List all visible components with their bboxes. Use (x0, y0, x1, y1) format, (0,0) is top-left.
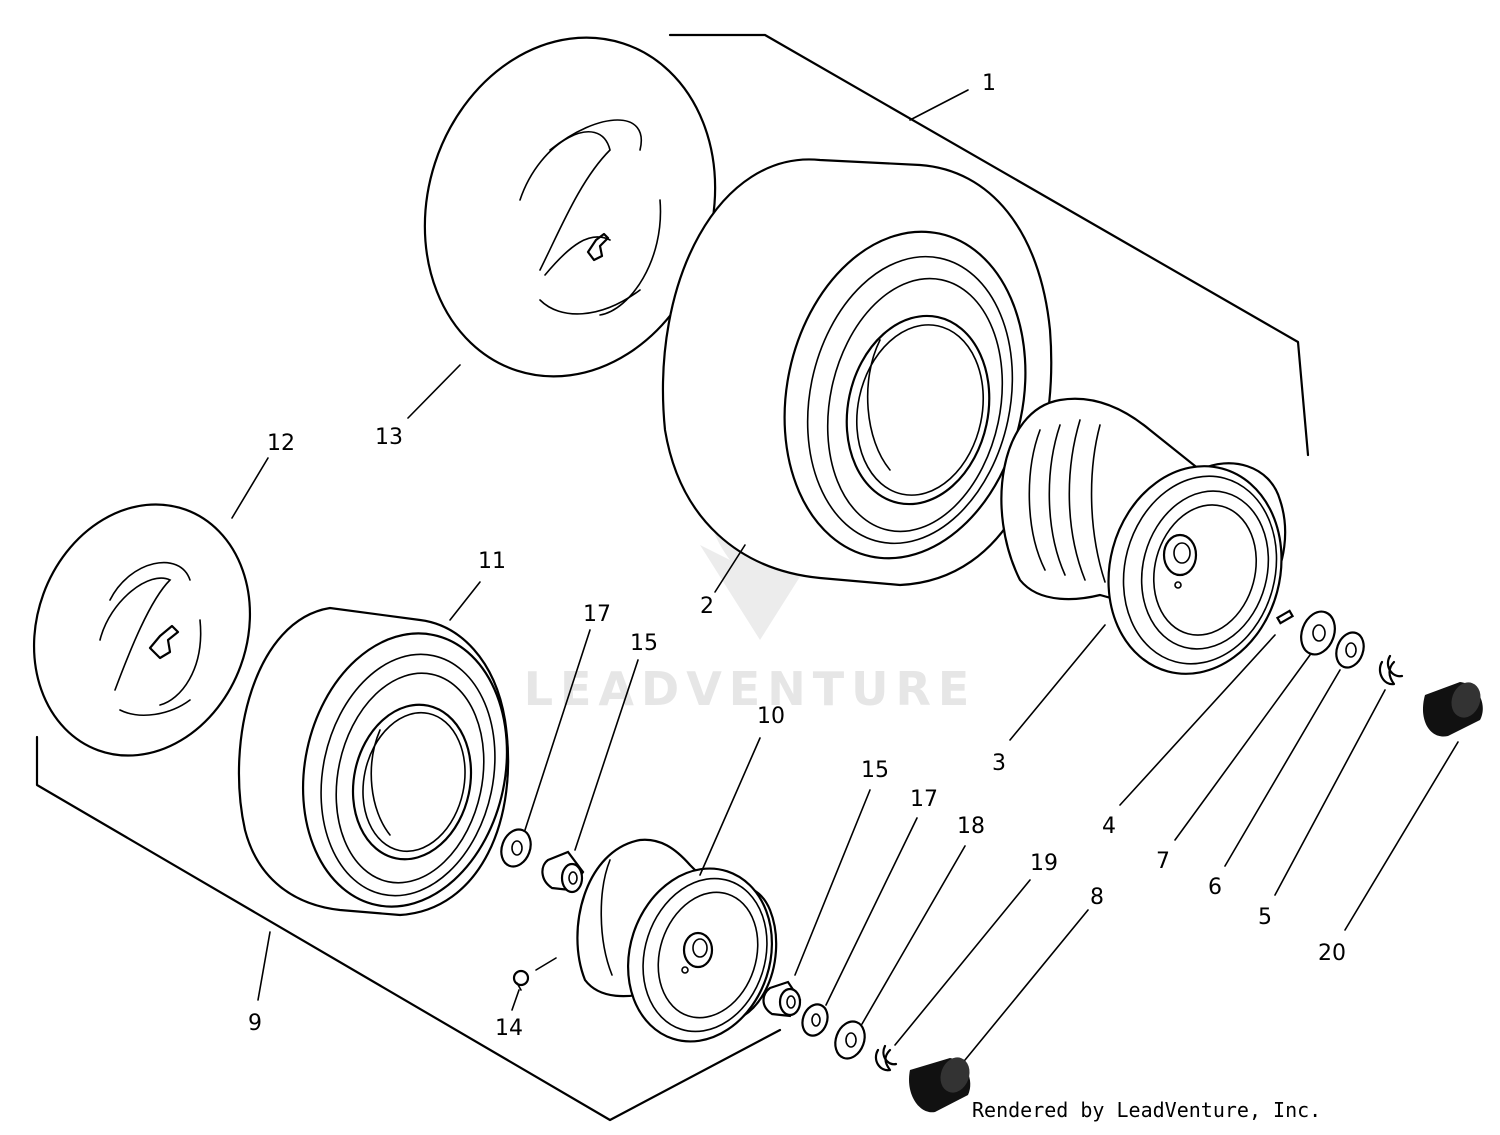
callout-5: 5 (1258, 905, 1272, 930)
valve-stem-icon (148, 624, 180, 660)
credit-text: Rendered by LeadVenture, Inc. (972, 1098, 1322, 1122)
callout-18: 18 (957, 814, 985, 839)
washer-17a (500, 828, 532, 868)
callout-17-upper: 17 (583, 602, 611, 627)
rim-lower (576, 838, 778, 1043)
valve-stem-icon (586, 232, 610, 262)
clip-5-icon (1378, 654, 1404, 686)
callout-6: 6 (1208, 875, 1222, 900)
callout-10: 10 (757, 704, 785, 729)
cap-8 (909, 1057, 971, 1113)
callout-20: 20 (1318, 941, 1346, 966)
leader-lines (231, 89, 1459, 1061)
grease-fitting-14 (512, 957, 557, 991)
assembly-bracket-9 (35, 735, 782, 1122)
tire-lower (237, 606, 510, 917)
bushing-15b (762, 980, 802, 1018)
callout-8: 8 (1090, 885, 1104, 910)
clip-19-icon (874, 1044, 898, 1072)
callout-15-upper: 15 (630, 631, 658, 656)
callout-1: 1 (982, 71, 996, 96)
callout-19: 19 (1030, 851, 1058, 876)
washer-7 (1300, 610, 1336, 656)
washer-6 (1335, 631, 1365, 669)
key-4 (1275, 609, 1295, 625)
cap-20 (1422, 682, 1483, 737)
rim-upper (1000, 397, 1287, 675)
callout-14: 14 (495, 1016, 523, 1041)
bushing-15a (541, 850, 585, 894)
callouts: 1 2 3 4 5 6 7 8 9 10 11 12 13 14 15 15 1… (248, 71, 1346, 1041)
callout-17-lower: 17 (910, 787, 938, 812)
callout-13: 13 (375, 425, 403, 450)
callout-12: 12 (267, 431, 295, 456)
watermark-text: LEADVENTURE (524, 662, 977, 716)
callout-15-lower: 15 (861, 758, 889, 783)
inner-tube-upper (423, 36, 717, 378)
callout-2: 2 (700, 594, 714, 619)
callout-4: 4 (1102, 814, 1116, 839)
washer-17b (801, 1003, 829, 1037)
callout-11: 11 (478, 549, 506, 574)
washer-18 (834, 1020, 866, 1060)
assembly-bracket-1 (668, 33, 1310, 457)
tire-upper (661, 158, 1053, 587)
callout-3: 3 (992, 751, 1006, 776)
inner-tube-lower (32, 503, 252, 757)
callout-9: 9 (248, 1011, 262, 1036)
callout-7: 7 (1156, 849, 1170, 874)
